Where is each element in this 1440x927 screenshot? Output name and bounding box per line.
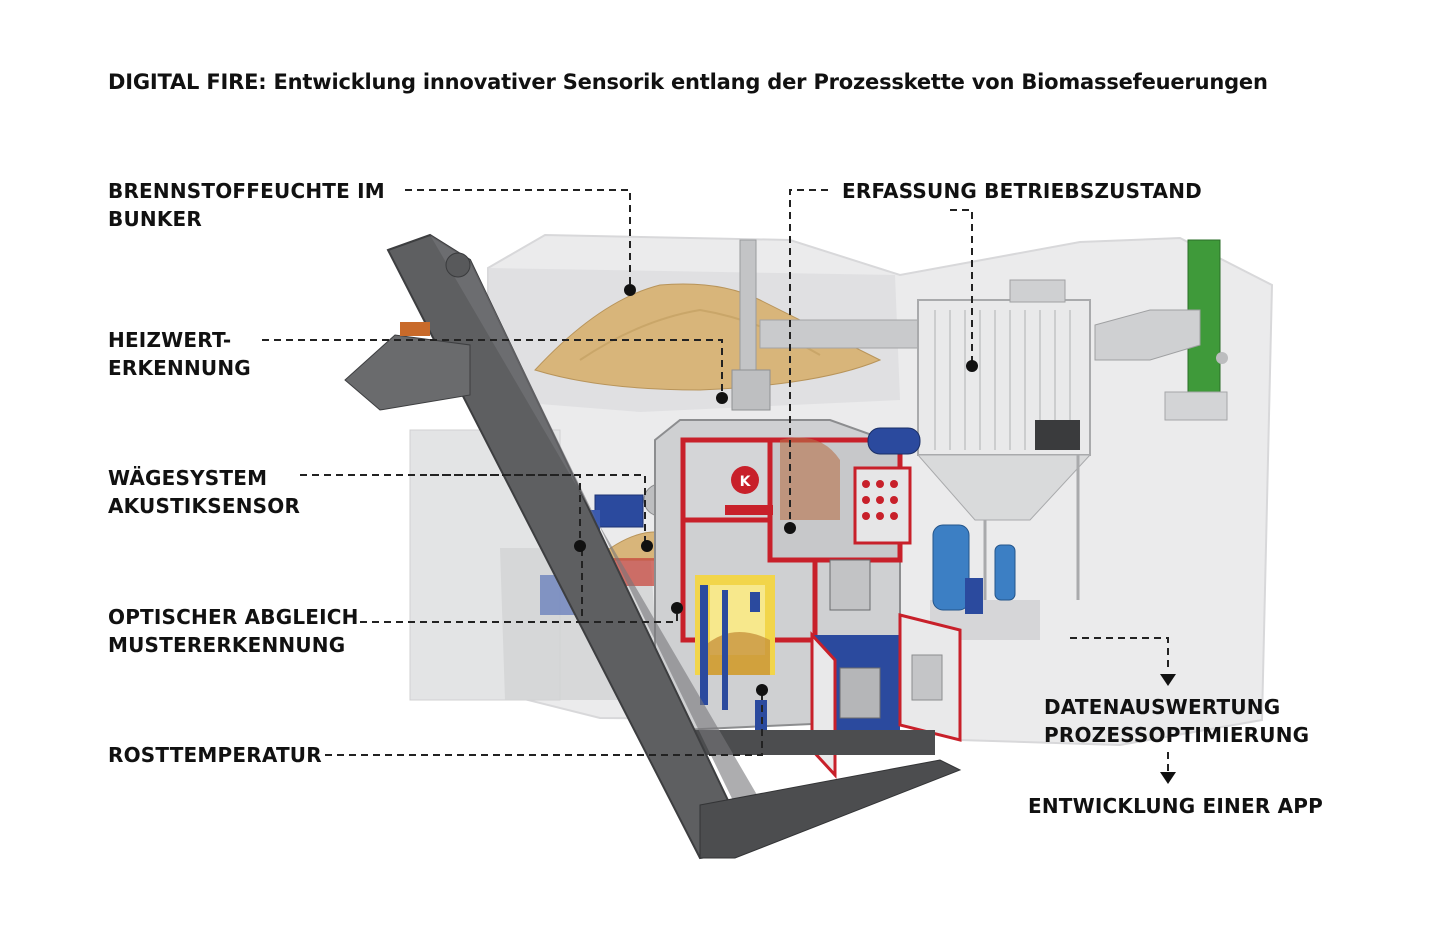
label-brennstofffeuchte: BRENNSTOFFEUCHTE IM BUNKER bbox=[108, 177, 385, 233]
blue-tanks bbox=[932, 524, 1016, 614]
sensor-dots bbox=[574, 284, 978, 696]
chimney bbox=[1094, 239, 1228, 421]
label-optischer-abgleich-line1: OPTISCHER ABGLEICH bbox=[108, 605, 359, 629]
arrowheads bbox=[1160, 674, 1176, 784]
label-brennstofffeuchte-line2: BUNKER bbox=[108, 207, 202, 231]
label-heizwert-line2: ERKENNUNG bbox=[108, 356, 251, 380]
label-waegesystem-line1: WÄGESYSTEM bbox=[108, 466, 268, 490]
svg-text:K: K bbox=[740, 474, 752, 490]
label-optischer-abgleich-line2: MUSTERERKENNUNG bbox=[108, 633, 346, 657]
label-heizwert-line1: HEIZWERT- bbox=[108, 328, 232, 352]
label-brennstofffeuchte-line1: BRENNSTOFFEUCHTE IM bbox=[108, 179, 385, 203]
label-datenauswertung: DATENAUSWERTUNG PROZESSOPTIMIERUNG bbox=[1044, 693, 1309, 749]
label-optischer-abgleich: OPTISCHER ABGLEICH MUSTERERKENNUNG bbox=[108, 603, 359, 659]
boiler: K bbox=[654, 419, 962, 779]
label-datenauswertung-line2: PROZESSOPTIMIERUNG bbox=[1044, 723, 1310, 747]
label-erfassung-betriebszustand: ERFASSUNG BETRIEBSZUSTAND bbox=[842, 179, 1202, 203]
conveyor bbox=[344, 233, 962, 860]
label-heizwert: HEIZWERT- ERKENNUNG bbox=[108, 326, 251, 382]
label-waegesystem-line2: AKUSTIKSENSOR bbox=[108, 494, 301, 518]
label-rosttemperatur: ROSTTEMPERATUR bbox=[108, 743, 322, 767]
label-waegesystem: WÄGESYSTEM AKUSTIKSENSOR bbox=[108, 464, 300, 520]
label-datenauswertung-line1: DATENAUSWERTUNG bbox=[1044, 695, 1281, 719]
leader-lines bbox=[262, 189, 1169, 772]
page-title: DIGITAL FIRE: Entwicklung innovativer Se… bbox=[108, 70, 1268, 94]
label-app-entwicklung: ENTWICKLUNG EINER APP bbox=[1028, 794, 1323, 818]
filter-silo bbox=[916, 279, 1092, 600]
